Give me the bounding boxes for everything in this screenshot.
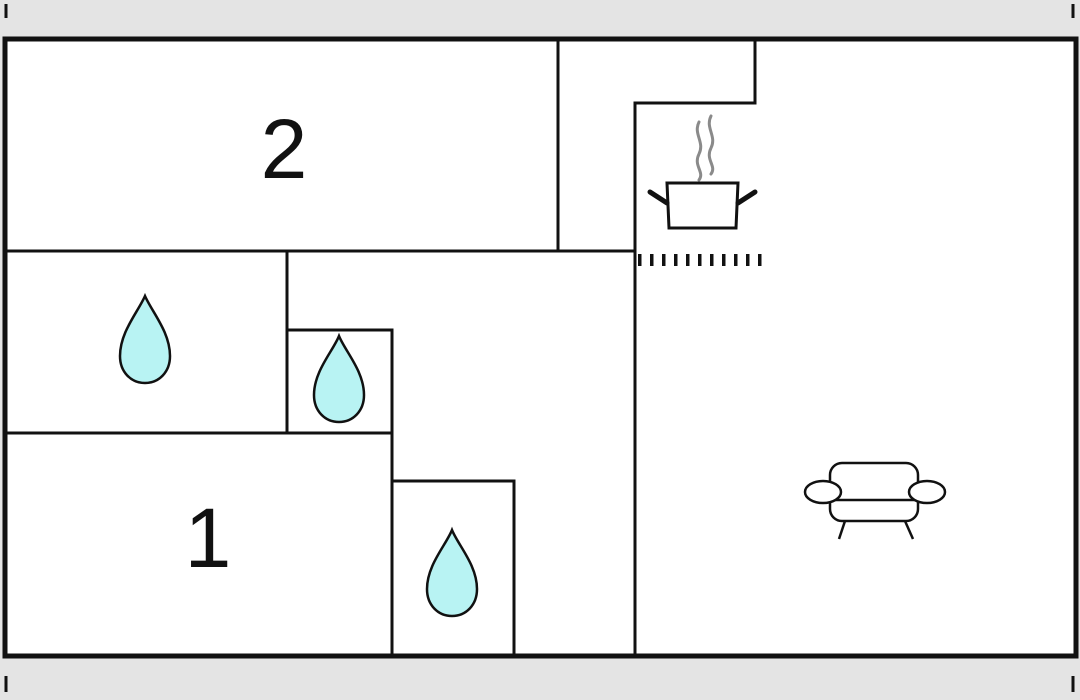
armchair-back (828, 461, 920, 523)
steam-lines (695, 114, 715, 182)
cooking-pot-icon (647, 114, 758, 230)
room-label-1: 1 (185, 491, 232, 585)
water-drop-icon (312, 332, 366, 424)
pot-handle-left (647, 189, 670, 206)
armchair-leg-right (903, 520, 915, 540)
plan-background (5, 39, 1076, 656)
pot-handle-right (735, 189, 758, 206)
water-drop-icon (425, 526, 479, 618)
armchair-arm-left (803, 479, 843, 505)
armchair-icon (803, 461, 947, 540)
pot-body (665, 181, 740, 230)
armchair-leg-left (837, 520, 847, 540)
edge-marks (4, 4, 1075, 692)
room-label-2: 2 (261, 102, 308, 196)
water-drop-icon (118, 292, 172, 385)
interior-walls (3, 37, 757, 658)
outer-walls (2, 36, 1079, 659)
armchair-arm-right (907, 479, 947, 505)
